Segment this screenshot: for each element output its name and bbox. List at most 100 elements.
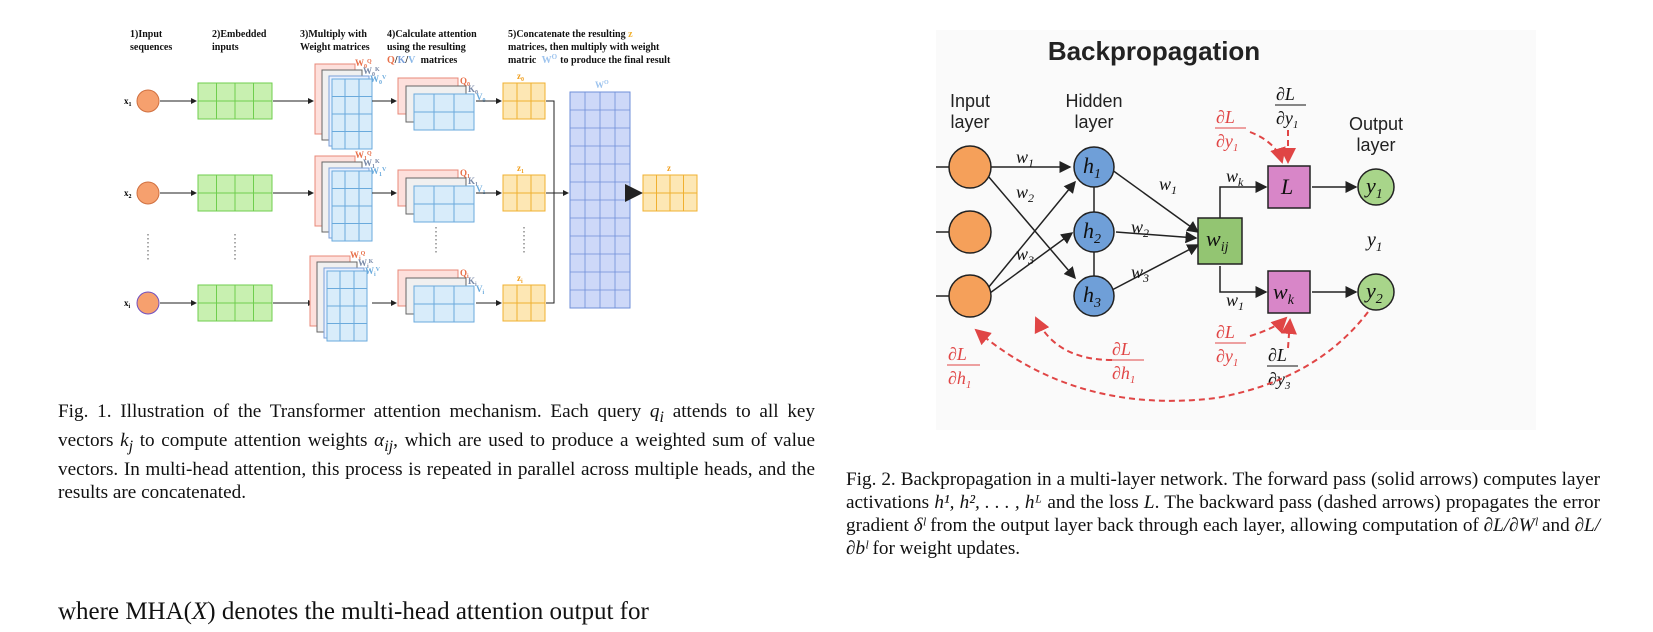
step-4-line-3: Q/K/V matrices [387,55,457,66]
svg-text:WO: WO [595,80,609,90]
svg-text:∂h1: ∂h1 [1112,363,1135,386]
step-1-line-1: 1)Input [130,29,163,40]
svg-text:WiV: WiV [365,266,381,278]
input-label-i: xi [124,298,131,310]
svg-text:K1: K1 [468,176,478,188]
concat-lines [546,100,569,304]
wo-matrix: WO [569,80,631,309]
output-node-y1 [1357,168,1395,206]
svg-text:W0K: W0K [363,66,380,78]
svg-text:y1: y1 [1364,173,1383,202]
svg-text:W0V: W0V [370,74,387,86]
embedded-block-1 [197,82,273,120]
svg-text:Vi: Vi [476,284,485,296]
weight-stack-1: W0Q W0K W0V [314,58,387,150]
z-block-1: z0 [502,71,546,120]
input-label-2: x2 [124,188,132,200]
svg-text:z0: z0 [517,71,524,83]
weight-labels: w1 w2 w3 w1 w2 w3 wk w1 [1016,147,1244,313]
hidden-node-h2 [1073,211,1115,253]
svg-text:W1V: W1V [370,166,387,178]
svg-text:z1: z1 [517,163,524,175]
gradient-labels: ∂L ∂y1 ∂L ∂y1 ∂L ∂y1 ∂L ∂y3 ∂L ∂h1 ∂L ∂h… [947,84,1306,392]
forward-edges [987,161,1358,298]
svg-text:y2: y2 [1364,278,1383,307]
z-block-2: z1 [502,163,546,212]
z-output: z [642,163,698,212]
svg-text:w2: w2 [1131,217,1149,240]
svg-text:L: L [1280,174,1293,199]
step-4-line-2: using the resulting [387,42,466,53]
loss-box [1267,165,1311,209]
input-label-1: x1 [124,96,132,108]
svg-text:∂L: ∂L [948,344,967,364]
svg-text:h2: h2 [1083,218,1101,247]
svg-text:∂L: ∂L [1216,322,1235,342]
step-2-line-2: inputs [212,42,239,53]
input-node-x3 [948,274,992,318]
step-3-line-2: Weight matrices [300,42,370,53]
svg-text:Qi: Qi [460,268,469,280]
svg-text:∂L: ∂L [1268,345,1287,365]
embedded-block-i [197,284,273,322]
caption-1-text-b: attends to all key vectors [58,401,816,451]
backprop-title: Backpropagation [1048,36,1260,66]
wij-box [1197,217,1243,265]
input-nodes [948,145,992,318]
input-tick-lines [936,166,950,297]
figure-1-transformer-diagram: 1)Input sequences 2)Embedded inputs 3)Mu… [124,29,698,342]
svg-text:∂h1: ∂h1 [948,368,971,391]
svg-text:∂L: ∂L [1216,107,1235,127]
step-5-line-1: 5)Concatenate the resulting z [508,29,633,40]
svg-text:W1Q: W1Q [355,150,372,162]
svg-text:y1: y1 [1365,229,1382,254]
caption-1-text-c: to compute attention weights [139,429,368,451]
svg-text:V1: V1 [476,184,486,196]
figure-1-caption: Fig. 1. Illustration of the Transformer … [58,401,816,503]
grad-dL-dy1-top: ∂L ∂y1 [1215,107,1246,154]
svg-text:W0Q: W0Q [355,58,372,70]
svg-text:w1: w1 [1226,290,1244,313]
svg-text:zi: zi [517,273,523,285]
svg-text:h1: h1 [1083,153,1101,182]
figure-2-backprop-diagram: Backpropagation Input layer Hidden layer… [936,30,1536,430]
step-headers: 1)Input sequences 2)Embedded inputs 3)Mu… [130,29,671,66]
z-block-i: zi [502,273,546,322]
svg-text:W1K: W1K [363,158,380,170]
grad-dL-dy1-bottom: ∂L ∂y1 [1215,322,1246,369]
input-node-i [136,291,160,315]
svg-text:WiQ: WiQ [350,250,366,262]
svg-text:w1: w1 [1016,147,1034,170]
hidden-layer-label-2: layer [1074,112,1113,132]
svg-text:w3: w3 [1131,262,1149,285]
svg-text:wk: wk [1273,279,1295,308]
input-layer-label-2: layer [950,112,989,132]
step-5-line-2: matrices, then multiply with weight [508,42,660,53]
row-3: xi WiQ WiK WiV Qi Ki Vi zi [124,250,546,342]
svg-text:∂L: ∂L [1112,339,1131,359]
wk-box [1267,270,1311,314]
hidden-layer-label-1: Hidden [1065,91,1122,111]
qkv-block-2: Q1 K1 V1 [397,168,486,223]
node-labels: x1 x2 x3 h1 h2 h3 wij L wk y1 y2 y1 [1083,153,1383,311]
hidden-node-h3 [1073,275,1115,317]
step-4-line-1: 4)Calculate attention [387,29,477,40]
caption-1-text-d: , which are used to produce a weighted s… [58,429,816,503]
weight-stack-2: W1Q W1K W1V [314,150,387,242]
grad-dL-dh1-left: ∂L ∂h1 [947,344,980,391]
figure-2-caption: Fig. 2. Backpropagation in a multi-layer… [846,469,1601,559]
output-layer-label-1: Output [1349,114,1403,134]
qkv-block-1: Q0 K0 V0 [397,76,486,131]
weight-stack-i: WiQ WiK WiV [309,250,381,342]
step-2-line-1: 2)Embedded [212,29,267,40]
ellipsis-dots [147,227,525,262]
hidden-node-h1 [1073,146,1115,188]
svg-text:∂y1: ∂y1 [1216,346,1238,369]
caption-2-prefix: Fig. 2. [846,469,896,490]
svg-text:w1: w1 [1159,174,1177,197]
svg-text:Q1: Q1 [460,168,470,180]
caption-2-text-a: Backpropagation in a multi-layer network… [846,469,1600,513]
embedded-block-2 [197,174,273,212]
output-node-y2 [1357,273,1395,311]
